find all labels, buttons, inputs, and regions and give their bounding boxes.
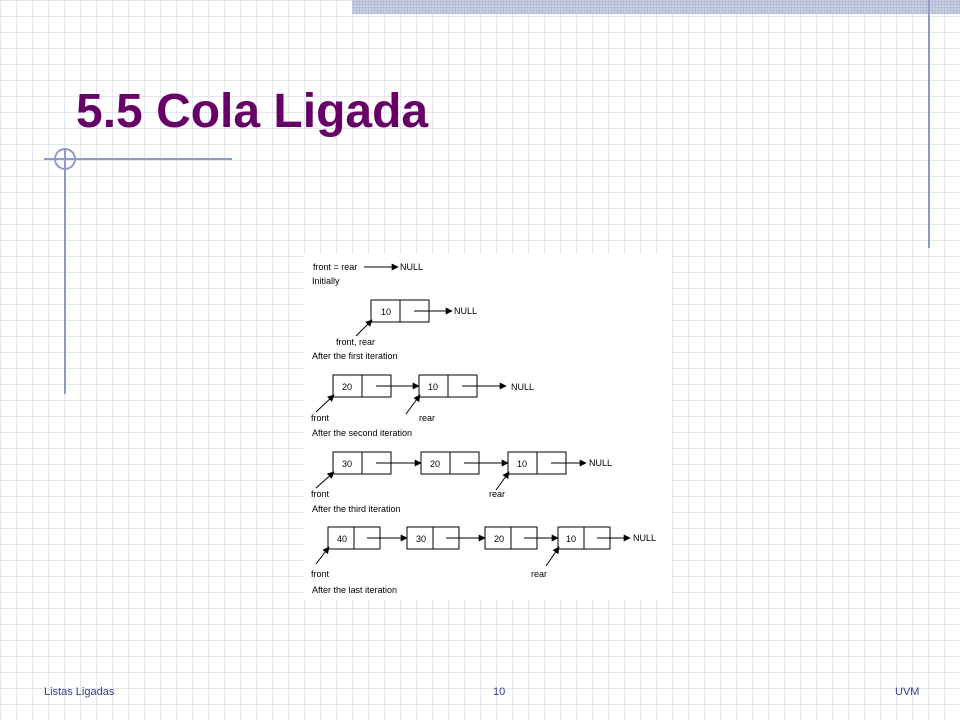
- step1-null-label: NULL: [454, 306, 477, 316]
- step3-front-arrow: [315, 471, 335, 489]
- step4-front-label: front: [311, 569, 330, 579]
- initial-null-label: NULL: [400, 262, 423, 272]
- step4-value-2: 30: [416, 534, 426, 544]
- step3-rear-label: rear: [489, 489, 505, 499]
- top-decorative-band: [352, 0, 960, 14]
- step3-value-1: 30: [342, 459, 352, 469]
- crosshair-ornament: [54, 148, 76, 170]
- linked-queue-diagram: front = rear NULL Initially 10 NULL fron…: [304, 254, 672, 600]
- step1-pointer-label: front, rear: [336, 337, 375, 347]
- step4-rear-label: rear: [531, 569, 547, 579]
- step3-front-label: front: [311, 489, 330, 499]
- step2-caption: After the second iteration: [312, 428, 412, 438]
- right-accent-line: [928, 0, 930, 248]
- step4-front-arrow: [315, 546, 330, 565]
- step2-value-1: 20: [342, 382, 352, 392]
- step2-rear-arrow: [405, 394, 421, 415]
- footer-left-text: Listas Ligadas: [44, 686, 115, 698]
- footer-right-text: UVM: [895, 686, 920, 698]
- step2-null-label: NULL: [511, 382, 534, 392]
- left-accent-line: [64, 148, 66, 394]
- initial-caption: Initially: [312, 276, 340, 286]
- step4-value-3: 20: [494, 534, 504, 544]
- page-number: 10: [493, 686, 506, 698]
- step4-caption: After the last iteration: [312, 585, 397, 595]
- step1-pointer-arrow: [355, 319, 373, 337]
- step2-front-label: front: [311, 413, 330, 423]
- step3-null-label: NULL: [589, 458, 612, 468]
- step3-rear-arrow: [495, 471, 510, 491]
- slide-title: 5.5 Cola Ligada: [76, 85, 429, 138]
- step4-rear-arrow: [545, 546, 560, 567]
- initial-pointer-label: front = rear: [313, 262, 357, 272]
- title-underline: [44, 158, 232, 160]
- step1-caption: After the first iteration: [312, 351, 398, 361]
- step2-rear-label: rear: [419, 413, 435, 423]
- step3-value-2: 20: [430, 459, 440, 469]
- step3-value-3: 10: [517, 459, 527, 469]
- step3-caption: After the third iteration: [312, 504, 401, 514]
- step1-value-1: 10: [381, 307, 391, 317]
- step2-value-2: 10: [428, 382, 438, 392]
- step4-value-1: 40: [337, 534, 347, 544]
- step2-front-arrow: [315, 394, 335, 413]
- step4-null-label: NULL: [633, 533, 656, 543]
- step4-value-4: 10: [566, 534, 576, 544]
